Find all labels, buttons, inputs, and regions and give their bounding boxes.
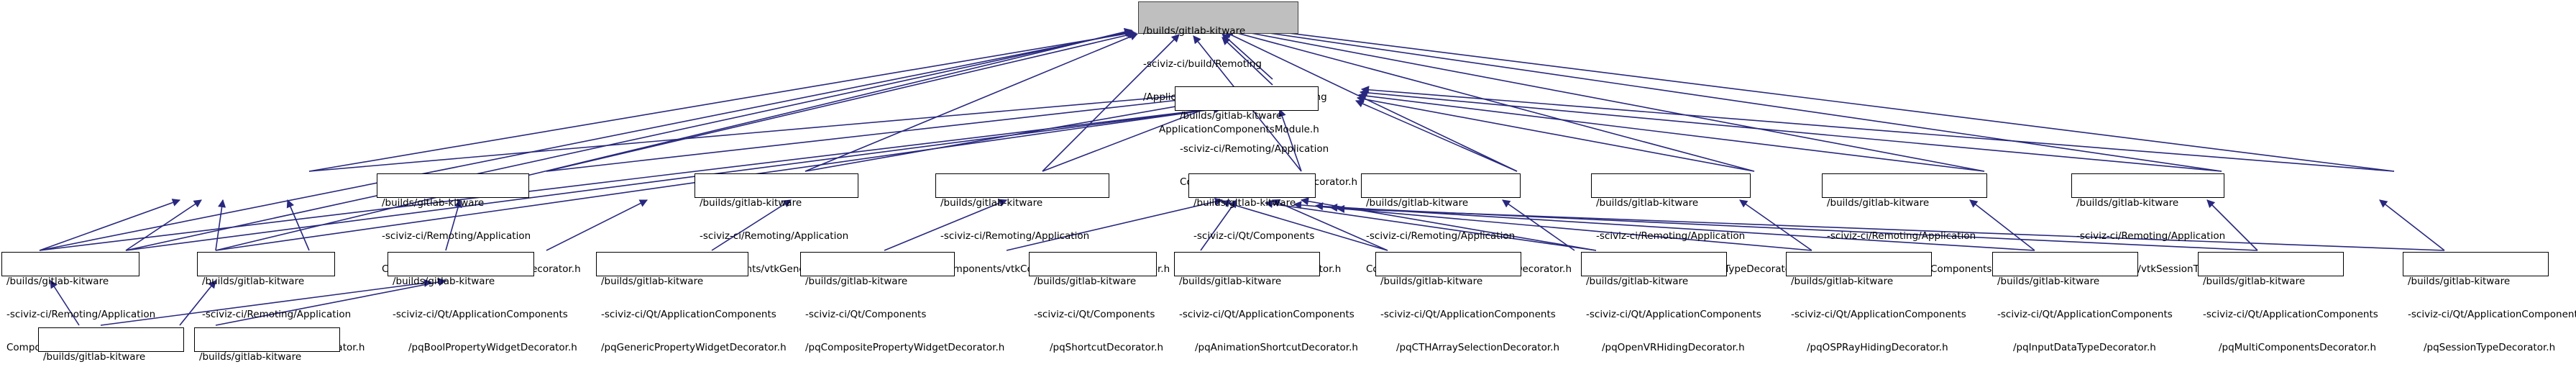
node-line: -sciviz-ci/Remoting/Application bbox=[1366, 230, 1516, 243]
node-line: -sciviz-ci/Qt/ApplicationComponents bbox=[2203, 309, 2378, 321]
node-line: -sciviz-ci/Qt/ApplicationComponents bbox=[601, 309, 776, 321]
node-line: /pqMultiComponentsDecorator.h bbox=[2219, 341, 2377, 353]
node-pqInputDataTypeDecorator[interactable]: /builds/gitlab-kitware -sciviz-ci/Qt/App… bbox=[1992, 252, 2173, 353]
node-line: -sciviz-ci/Qt/ApplicationComponents bbox=[1791, 309, 1966, 321]
node-line: /builds/gitlab-kitware bbox=[1180, 110, 1283, 122]
node-vtkInputDataTypeDecorator[interactable]: /builds/gitlab-kitware -sciviz-ci/Remoti… bbox=[1591, 173, 1803, 274]
node-line: -sciviz-ci/Qt/Components bbox=[1034, 309, 1155, 321]
node-line: /builds/gitlab-kitware bbox=[1997, 276, 2100, 288]
node-line: /builds/gitlab-kitware bbox=[2076, 197, 2179, 209]
node-line: /pqBoolPropertyWidgetDecorator.h bbox=[408, 341, 577, 353]
node-line: /pqGenericPropertyWidgetDecorator.h bbox=[601, 341, 787, 353]
node-line: /builds/gitlab-kitware bbox=[393, 276, 495, 288]
node-vtkCompositePropertyDecorator[interactable]: /builds/gitlab-kitware -sciviz-ci/Remoti… bbox=[935, 173, 1170, 274]
node-pqShortcutDecorator[interactable]: /builds/gitlab-kitware -sciviz-ci/Qt/Com… bbox=[1029, 252, 1163, 353]
node-line: /pqCTHArraySelectionDecorator.h bbox=[1396, 341, 1560, 353]
node-line: -sciviz-ci/Remoting/Application bbox=[6, 309, 156, 321]
node-line: /builds/gitlab-kitware bbox=[2408, 276, 2511, 288]
node-vtkShowDecorator[interactable]: /builds/gitlab-kitware -sciviz-ci/Remoti… bbox=[197, 252, 365, 353]
node-line: -sciviz-ci/Qt/ApplicationComponents bbox=[1380, 309, 1556, 321]
node-pqPropertyWidgetDecorator[interactable]: /builds/gitlab-kitware -sciviz-ci/Qt/Com… bbox=[1188, 173, 1341, 274]
node-pqOSPRayHidingDecorator[interactable]: /builds/gitlab-kitware -sciviz-ci/Qt/App… bbox=[1786, 252, 1966, 353]
node-line: /builds/gitlab-kitware bbox=[1380, 276, 1483, 288]
node-line: -sciviz-ci/Qt/ApplicationComponents bbox=[1997, 309, 2173, 321]
node-vtkPropertyDecorator[interactable]: /builds/gitlab-kitware -sciviz-ci/Remoti… bbox=[1175, 86, 1357, 187]
node-line: /builds/gitlab-kitware bbox=[1827, 197, 1930, 209]
node-line: /builds/gitlab-kitware bbox=[1596, 197, 1699, 209]
node-pqCTHArraySelectionDecorator[interactable]: /builds/gitlab-kitware -sciviz-ci/Qt/App… bbox=[1375, 252, 1559, 353]
node-pqAnimationShortcutDecorator[interactable]: /builds/gitlab-kitware -sciviz-ci/Qt/App… bbox=[1174, 252, 1358, 353]
node-vtkBoolPropertyDecorator[interactable]: /builds/gitlab-kitware -sciviz-ci/Remoti… bbox=[377, 173, 581, 274]
node-line: /pqAnimationShortcutDecorator.h bbox=[1195, 341, 1358, 353]
node-line: /pqInputDataTypeDecorator.h bbox=[2013, 341, 2156, 353]
node-vtkRemotingApplicationComponentsModule[interactable]: /builds/gitlab-kitware -sciviz-ci/build/… bbox=[1138, 1, 1327, 135]
node-line: /builds/gitlab-kitware bbox=[1586, 276, 1689, 288]
node-line: /pqOpenVRHidingDecorator.h bbox=[1602, 341, 1745, 353]
node-line: -sciviz-ci/Qt/ApplicationComponents bbox=[393, 309, 568, 321]
node-line: /builds/gitlab-kitware bbox=[382, 197, 485, 209]
node-vtkEnableDecorator[interactable]: /builds/gitlab-kitware -sciviz-ci/Remoti… bbox=[1, 252, 176, 353]
node-line: -sciviz-ci/Remoting/Application bbox=[2076, 230, 2226, 243]
node-pqEnableWidgetDecorator[interactable]: /builds/gitlab-kitware -sciviz-ci/Qt/App… bbox=[38, 327, 219, 385]
node-line: /builds/gitlab-kitware bbox=[700, 197, 802, 209]
node-line: /builds/gitlab-kitware bbox=[202, 276, 305, 288]
node-line: -sciviz-ci/Remoting/Application bbox=[1596, 230, 1746, 243]
node-line: -sciviz-ci/Remoting/Application bbox=[1827, 230, 1976, 243]
node-line: -sciviz-ci/Remoting/Application bbox=[700, 230, 849, 243]
node-line: -sciviz-ci/Qt/ApplicationComponents bbox=[1179, 309, 1355, 321]
node-vtkOSPRayHidingDecorator[interactable]: /builds/gitlab-kitware -sciviz-ci/Remoti… bbox=[1361, 173, 1572, 274]
node-line: /builds/gitlab-kitware bbox=[2203, 276, 2306, 288]
node-line: /pqShortcutDecorator.h bbox=[1050, 341, 1164, 353]
node-line: -sciviz-ci/Qt/Components bbox=[1193, 230, 1315, 243]
node-line: -sciviz-ci/Qt/ApplicationComponents bbox=[2408, 309, 2576, 321]
node-line: /builds/gitlab-kitware bbox=[805, 276, 908, 288]
node-line: -sciviz-ci/Remoting/Application bbox=[940, 230, 1090, 243]
node-vtkMultiComponentsDecorator[interactable]: /builds/gitlab-kitware -sciviz-ci/Remoti… bbox=[1822, 173, 2048, 274]
node-line: /builds/gitlab-kitware bbox=[199, 351, 302, 363]
node-pqOpenVRHidingDecorator[interactable]: /builds/gitlab-kitware -sciviz-ci/Qt/App… bbox=[1581, 252, 1761, 353]
node-line: -sciviz-ci/Remoting/Application bbox=[382, 230, 531, 243]
node-pqGenericPropertyWidgetDecorator[interactable]: /builds/gitlab-kitware -sciviz-ci/Qt/App… bbox=[596, 252, 787, 353]
node-line: -sciviz-ci/Remoting/Application bbox=[1180, 143, 1329, 155]
node-line: /builds/gitlab-kitware bbox=[1366, 197, 1469, 209]
node-line: /builds/gitlab-kitware bbox=[940, 197, 1043, 209]
node-line: /builds/gitlab-kitware bbox=[43, 351, 146, 363]
node-line: /builds/gitlab-kitware bbox=[6, 276, 109, 288]
node-vtkSessionTypeDecorator[interactable]: /builds/gitlab-kitware -sciviz-ci/Remoti… bbox=[2071, 173, 2273, 274]
node-line: /builds/gitlab-kitware bbox=[601, 276, 704, 288]
node-line: /builds/gitlab-kitware bbox=[1791, 276, 1894, 288]
node-pqCompositePropertyWidgetDecorator[interactable]: /builds/gitlab-kitware -sciviz-ci/Qt/Com… bbox=[800, 252, 1004, 353]
node-line: /pqOSPRayHidingDecorator.h bbox=[1807, 341, 1948, 353]
node-pqMultiComponentsDecorator[interactable]: /builds/gitlab-kitware -sciviz-ci/Qt/App… bbox=[2198, 252, 2378, 353]
node-line: ApplicationComponentsModule.h bbox=[1159, 124, 1319, 136]
node-line: /builds/gitlab-kitware bbox=[1193, 197, 1296, 209]
node-pqSessionTypeDecorator[interactable]: /builds/gitlab-kitware -sciviz-ci/Qt/App… bbox=[2403, 252, 2576, 353]
node-line: /builds/gitlab-kitware bbox=[1179, 276, 1282, 288]
node-line: /pqCompositePropertyWidgetDecorator.h bbox=[805, 341, 1005, 353]
node-line: -sciviz-ci/Qt/ApplicationComponents bbox=[1586, 309, 1761, 321]
node-line: /pqSessionTypeDecorator.h bbox=[2424, 341, 2556, 353]
node-line: -sciviz-ci/Remoting/Application bbox=[202, 309, 352, 321]
node-line: -sciviz-ci/Qt/Components bbox=[805, 309, 927, 321]
node-pqShowWidgetDecorator[interactable]: /builds/gitlab-kitware -sciviz-ci/Qt/App… bbox=[194, 327, 375, 385]
node-pqBoolPropertyWidgetDecorator[interactable]: /builds/gitlab-kitware -sciviz-ci/Qt/App… bbox=[388, 252, 577, 353]
node-line: /builds/gitlab-kitware bbox=[1034, 276, 1137, 288]
node-vtkGenericPropertyDecorator[interactable]: /builds/gitlab-kitware -sciviz-ci/Remoti… bbox=[695, 173, 915, 274]
node-line: /builds/gitlab-kitware bbox=[1143, 25, 1246, 37]
node-line: -sciviz-ci/build/Remoting bbox=[1143, 58, 1262, 71]
